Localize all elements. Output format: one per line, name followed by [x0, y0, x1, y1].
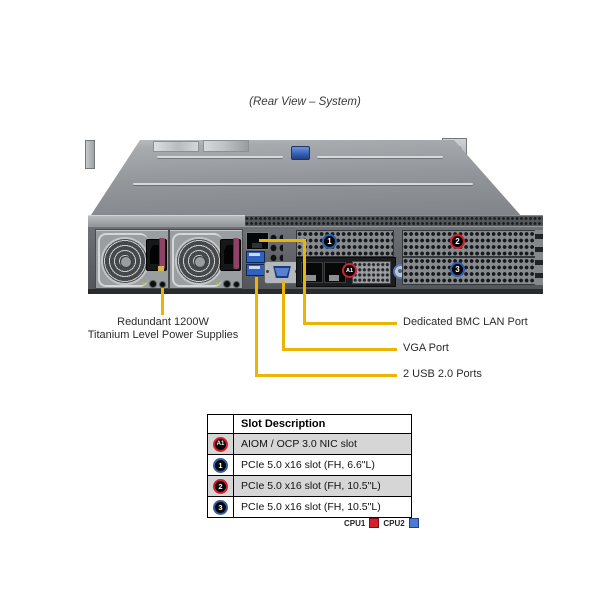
psu-screw	[223, 280, 231, 288]
table-header-row: Slot Description	[208, 415, 411, 433]
lid-release-latch	[291, 146, 310, 160]
callout-line-vga	[282, 348, 397, 351]
psu-screw	[149, 280, 157, 288]
cpu-legend: CPU1 CPU2	[344, 518, 419, 528]
callout-line-vga	[282, 281, 285, 351]
table-row: A1 AIOM / OCP 3.0 NIC slot	[208, 433, 411, 454]
bmc-lan-port	[246, 232, 269, 250]
legend-cpu1-label: CPU1	[344, 518, 366, 528]
lid-groove	[317, 156, 443, 158]
pcie-slot-2	[402, 230, 537, 257]
callout-label-vga: VGA Port	[403, 342, 449, 354]
lid-groove	[133, 183, 473, 185]
psu-pull-tag	[158, 266, 164, 271]
psu-screw	[159, 281, 166, 288]
vga-screw	[266, 270, 269, 273]
callout-label-usb: 2 USB 2.0 Ports	[403, 368, 482, 380]
psu-label-line1: Redundant 1200W	[117, 316, 209, 328]
aiom-slot	[296, 257, 396, 287]
psu-label-line2: Titanium Level Power Supplies	[87, 329, 239, 341]
power-supply-2	[169, 229, 243, 289]
table-row: 3 PCIe 5.0 x16 slot (FH, 10.5"L)	[208, 496, 411, 517]
callout-line-bmc	[303, 239, 306, 325]
usb-port-2	[246, 264, 265, 276]
table-header-badge-cell	[208, 415, 234, 433]
legend-cpu2-label: CPU2	[383, 518, 405, 528]
callout-line-usb	[255, 277, 258, 377]
legend-cpu2-swatch	[408, 518, 419, 528]
vent-perforation	[245, 215, 543, 227]
slot-badge-1: 1	[213, 457, 228, 473]
slot-marker-3: 3	[450, 262, 465, 277]
aiom-vent-grid	[352, 261, 391, 284]
callout-line-bmc	[303, 322, 397, 325]
rear-panel	[88, 226, 543, 294]
slot-description: PCIe 5.0 x16 slot (FH, 10.5"L)	[241, 480, 381, 492]
pcie-slot-1	[296, 230, 394, 257]
callout-label-bmc: Dedicated BMC LAN Port	[403, 316, 528, 328]
slot-marker-2: 2	[450, 234, 465, 249]
slot-marker-a1: A1	[342, 263, 357, 278]
psu-status-led	[216, 282, 219, 285]
psu-screw	[233, 281, 240, 288]
callout-line-usb	[255, 374, 397, 377]
table-row: 1 PCIe 5.0 x16 slot (FH, 6.6"L)	[208, 454, 411, 475]
psu-fan	[175, 237, 223, 285]
psu-status-led	[142, 282, 145, 285]
label-sticker	[203, 140, 249, 152]
rear-edge-strip	[88, 215, 245, 227]
chassis-lid	[89, 140, 523, 218]
aiom-port-cutout	[301, 262, 323, 283]
slot-badge-2: 2	[213, 478, 228, 494]
table-row: 2 PCIe 5.0 x16 slot (FH, 10.5"L)	[208, 475, 411, 496]
slot-badge-3: 3	[213, 499, 228, 515]
usb-port-1	[246, 251, 265, 263]
table-header-label: Slot Description	[241, 418, 326, 430]
slot-description: PCIe 5.0 x16 slot (FH, 10.5"L)	[241, 501, 381, 513]
power-supply-1	[95, 229, 169, 289]
psu-release-lever	[159, 238, 165, 269]
slot-marker-1: 1	[322, 234, 337, 249]
figure-title: (Rear View – System)	[249, 96, 361, 108]
callout-line-bmc	[259, 239, 306, 242]
vga-connector-inner	[274, 268, 290, 276]
server-chassis	[85, 136, 547, 294]
psu-fan	[101, 237, 149, 285]
slot-description-table: Slot Description A1 AIOM / OCP 3.0 NIC s…	[207, 414, 412, 518]
callout-label-psu: Redundant 1200W Titanium Level Power Sup…	[83, 316, 243, 342]
punch-out-holes	[269, 233, 283, 261]
rack-ear-left	[85, 140, 95, 169]
pcie-slot-3	[402, 257, 537, 285]
lid-groove	[157, 156, 283, 158]
chassis-edge-holes	[535, 230, 543, 285]
label-sticker	[153, 141, 199, 152]
psu-release-lever	[233, 238, 239, 269]
callout-line-psu	[161, 288, 164, 315]
slot-badge-a1: A1	[213, 436, 228, 452]
legend-cpu1-swatch	[369, 518, 380, 528]
slot-description: PCIe 5.0 x16 slot (FH, 6.6"L)	[241, 459, 375, 471]
slot-description: AIOM / OCP 3.0 NIC slot	[241, 438, 357, 450]
